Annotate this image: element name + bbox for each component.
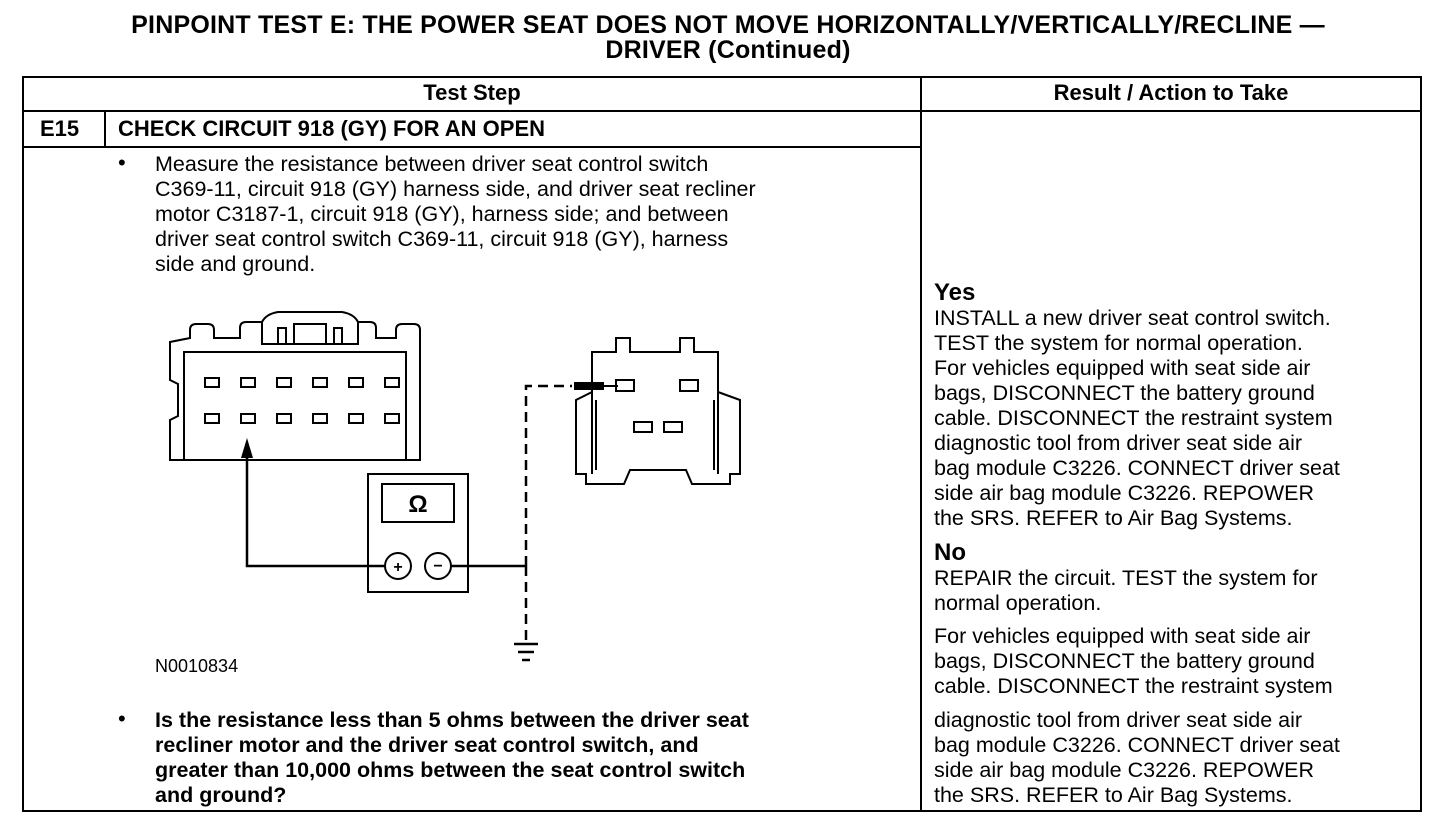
instruction-line-5: side and ground. — [155, 252, 316, 276]
yes-line-8: side air bag module C3226. REPOWER — [934, 481, 1315, 505]
column-divider — [920, 76, 922, 812]
step-title-divider — [104, 146, 922, 148]
result-no-label: No — [934, 539, 966, 566]
step-id: E15 — [40, 116, 80, 141]
meter-symbol: Ω — [408, 491, 427, 518]
no-line-9: the SRS. REFER to Air Bag Systems. — [934, 783, 1293, 807]
test-diagram: Ω + − — [169, 311, 741, 662]
yes-line-6: diagnostic tool from driver seat side ai… — [934, 431, 1303, 455]
positive-lead — [245, 458, 385, 568]
figure-id: N0010834 — [155, 656, 239, 676]
ground-symbol — [514, 642, 538, 662]
no-line-1: REPAIR the circuit. TEST the system for — [934, 566, 1318, 590]
no-line-6: diagnostic tool from driver seat side ai… — [934, 708, 1303, 732]
instruction-line-3: motor C3187-1, circuit 918 (GY), harness… — [155, 202, 729, 226]
yes-line-4: bags, DISCONNECT the battery ground — [934, 381, 1315, 405]
svg-text:−: − — [433, 558, 442, 575]
no-line-2: normal operation. — [934, 591, 1102, 615]
bullet-1: • — [118, 150, 126, 175]
no-line-5: cable. DISCONNECT the restraint system — [934, 674, 1333, 698]
question-line-2: recliner motor and the driver seat contr… — [155, 733, 699, 757]
instruction-line-4: driver seat control switch C369-11, circ… — [155, 227, 729, 251]
yes-line-2: TEST the system for normal operation. — [934, 331, 1303, 355]
header-test-step: Test Step — [423, 80, 521, 105]
step-id-divider — [104, 110, 106, 148]
no-line-7: bag module C3226. CONNECT driver seat — [934, 733, 1340, 757]
dashed-lead-to-motor — [524, 384, 572, 566]
question-line-3: greater than 10,000 ohms between the sea… — [155, 758, 746, 782]
step-title: CHECK CIRCUIT 918 (GY) FOR AN OPEN — [118, 116, 546, 141]
ohmmeter — [367, 473, 469, 593]
yes-line-5: cable. DISCONNECT the restraint system — [934, 406, 1333, 430]
yes-line-1: INSTALL a new driver seat control switch… — [934, 306, 1331, 330]
question-line-1: Is the resistance less than 5 ohms betwe… — [155, 708, 749, 732]
no-line-8: side air bag module C3226. REPOWER — [934, 758, 1315, 782]
page-title-line-2: DRIVER (Continued) — [605, 36, 851, 64]
instruction-line-2: C369-11, circuit 918 (GY) harness side, … — [155, 177, 756, 201]
instruction-line-1: Measure the resistance between driver se… — [155, 152, 709, 176]
question-line-4: and ground? — [155, 783, 287, 807]
header-result-action: Result / Action to Take — [1053, 80, 1289, 105]
page-title-line-1: PINPOINT TEST E: THE POWER SEAT DOES NOT… — [131, 11, 1325, 39]
result-yes-label: Yes — [934, 279, 976, 306]
recliner-motor-connector-c3187 — [575, 337, 741, 485]
no-line-3: For vehicles equipped with seat side air — [934, 624, 1311, 648]
test-table — [22, 76, 1422, 812]
step-id-bottom — [22, 146, 106, 148]
yes-line-7: bag module C3226. CONNECT driver seat — [934, 456, 1340, 480]
yes-line-9: the SRS. REFER to Air Bag Systems. — [934, 506, 1293, 530]
bullet-2: • — [118, 706, 126, 731]
yes-line-3: For vehicles equipped with seat side air — [934, 356, 1311, 380]
no-line-4: bags, DISCONNECT the battery ground — [934, 649, 1315, 673]
svg-text:+: + — [393, 559, 402, 576]
switch-connector-c369 — [169, 311, 421, 461]
header-divider — [22, 110, 1422, 112]
